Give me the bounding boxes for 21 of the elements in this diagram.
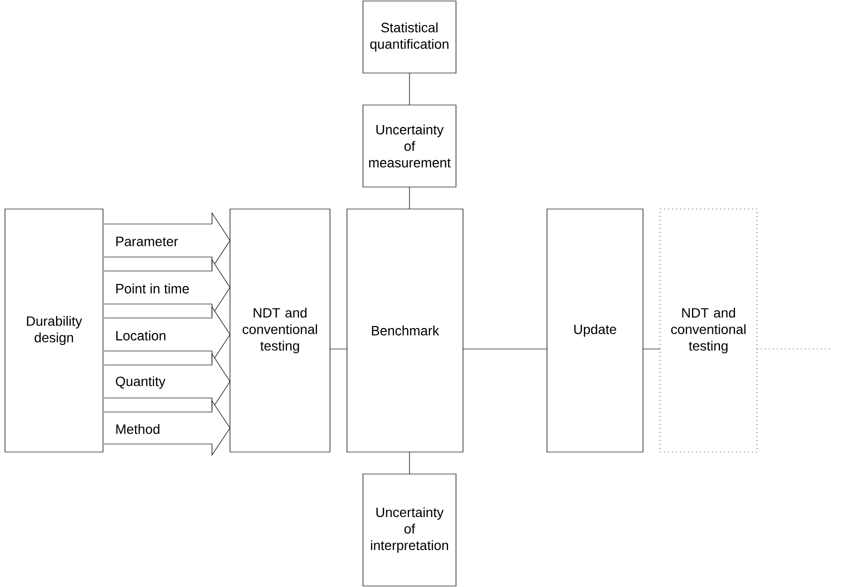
connector-line xyxy=(642,348,660,350)
process-box: Durability design xyxy=(4,208,104,452)
process-box: Benchmark xyxy=(346,208,464,452)
process-box: Uncertainty of measurement xyxy=(362,104,456,188)
edge-label: Quantity xyxy=(116,376,166,389)
process-box: NDT and conventional testing xyxy=(230,208,330,452)
connector-line xyxy=(409,452,410,474)
process-box: Statistical quantification xyxy=(362,0,456,74)
edge-label: Parameter xyxy=(116,236,178,246)
edge-label: Method xyxy=(116,424,160,434)
connector-line xyxy=(409,72,410,106)
connector-line xyxy=(462,348,548,350)
process-box: Update xyxy=(546,208,644,452)
edge-label: Location xyxy=(116,330,166,340)
block-arrow xyxy=(104,400,230,456)
edge-label: Point in time xyxy=(116,284,189,294)
connector-line xyxy=(330,348,348,350)
connector-line xyxy=(756,348,830,350)
process-box: Uncertainty of interpretation xyxy=(362,474,456,586)
connector-line xyxy=(409,186,410,210)
dotted-box: NDT and conventional testing xyxy=(660,208,758,452)
